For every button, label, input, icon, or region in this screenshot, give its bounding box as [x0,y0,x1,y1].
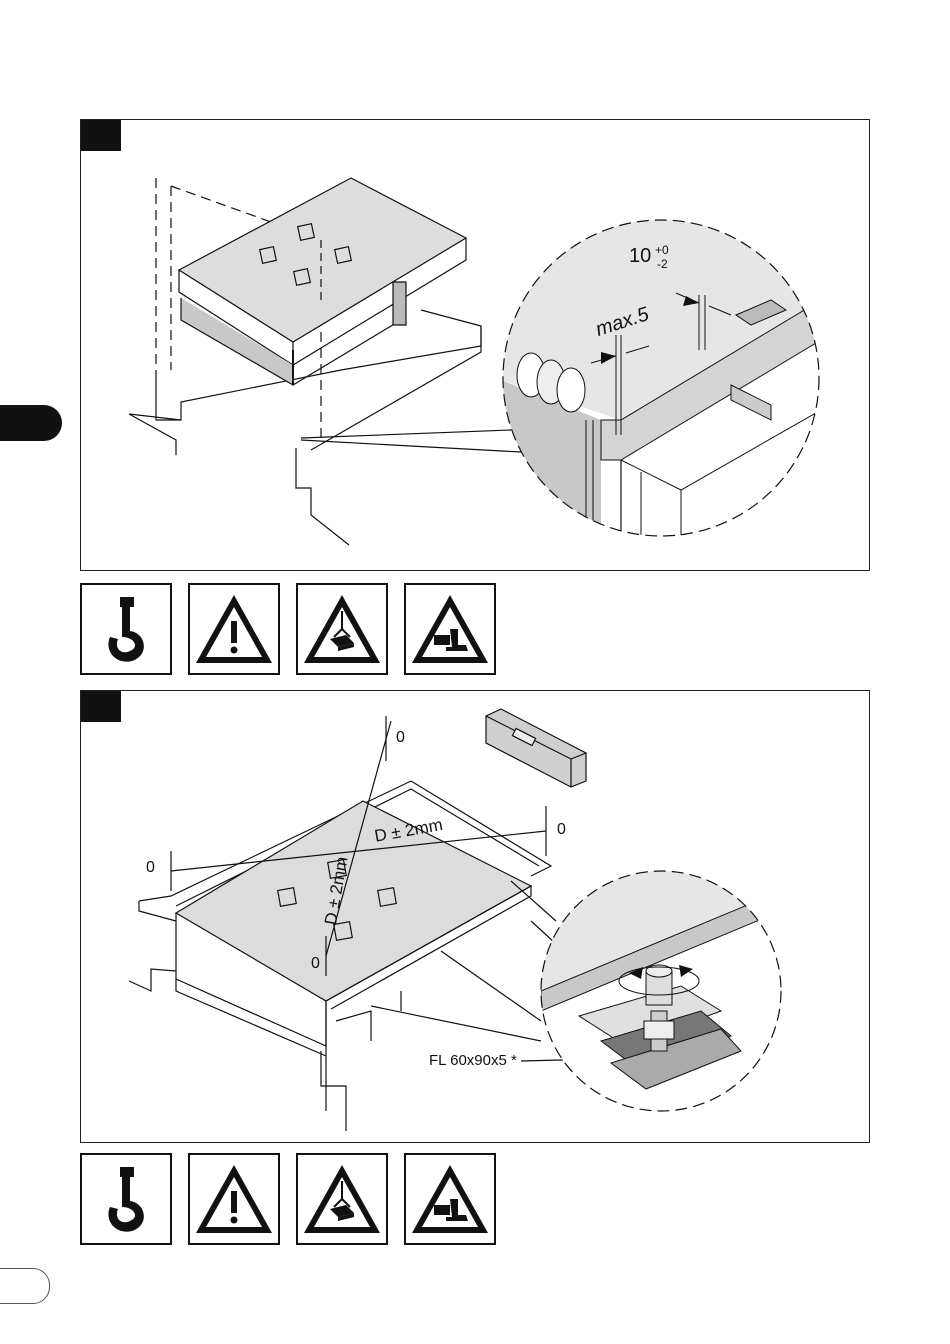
warning-icon [188,583,280,675]
chapter-tab [0,405,62,441]
detail-magnifier-2 [541,871,781,1111]
foot-crush-icon [404,1153,496,1245]
level-zero-bottom: 0 [311,955,320,973]
leveler-installation-illustration [81,120,869,570]
leveler-alignment-illustration [81,691,869,1142]
foot-crush-icon [404,583,496,675]
suspended-load-icon [296,1153,388,1245]
suspended-load-icon [296,583,388,675]
warning-icon [188,1153,280,1245]
hook-icon [80,1153,172,1245]
step-1-panel: 10 +0 -2 max.5 [80,119,870,571]
dimension-value: 10 [629,246,651,266]
plate-spec-label: FL 60x90x5 * [429,1052,517,1069]
page-number-oval [0,1268,50,1304]
hook-icon [80,583,172,675]
tolerance-upper: +0 [655,244,669,256]
safety-icons-row-1 [80,583,500,675]
level-zero-left: 0 [146,859,155,877]
step-2-panel: D ± 2mm D ± 2mm 0 0 0 0 FL 60x90x5 * [80,690,870,1143]
level-zero-right: 0 [557,821,566,839]
tolerance-lower: -2 [657,258,668,270]
safety-icons-row-2 [80,1153,500,1245]
level-zero-top: 0 [396,729,405,747]
